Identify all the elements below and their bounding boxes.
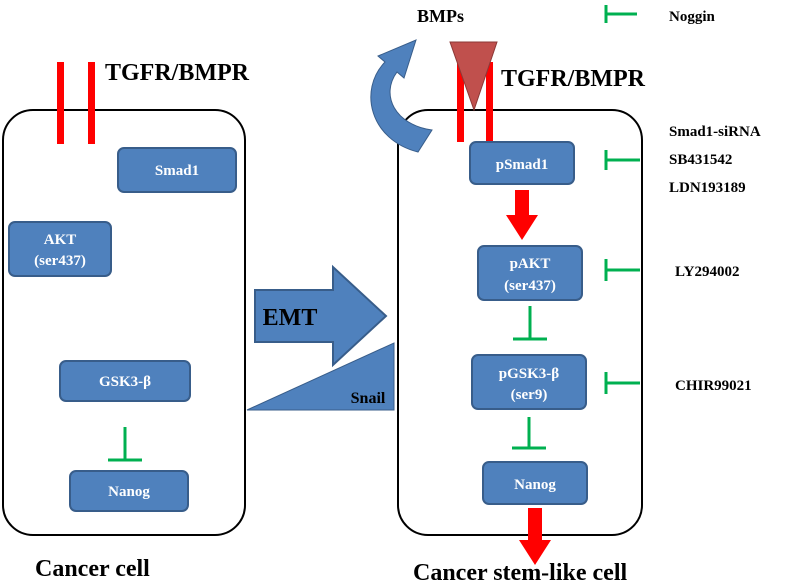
snail-wedge [246,342,395,411]
chir99021-label: CHIR99021 [675,378,752,394]
right-nanog-node [482,461,588,505]
emt-arrow [254,264,388,368]
left-gsk3b-node [59,360,191,402]
left-nanog-label: Nanog [108,484,150,500]
cancer-cell-outline [2,109,246,536]
right-pgsk3b-label-1: pGSK3-β [499,366,560,382]
right-pakt-node [477,245,583,301]
emt-label: EMT [263,305,318,331]
smad1-sirna-label: Smad1-siRNA [669,124,761,140]
left-nanog-node [69,470,189,512]
right-receptor-bar-1 [457,62,464,142]
left-receptor-bar-2 [88,62,95,144]
right-cell-caption: Cancer stem-like cell [413,560,627,583]
right-pakt-label-1: pAKT [510,256,551,272]
left-smad1-label: Smad1 [155,163,199,179]
stem-cell-outline [397,109,643,536]
right-receptor-bar-2 [486,62,493,142]
left-akt-node [8,221,112,277]
left-cell-caption: Cancer cell [35,556,150,582]
left-akt-label-1: AKT [44,232,77,248]
left-akt-label-2: (ser437) [34,253,86,269]
noggin-label: Noggin [669,9,716,25]
right-pakt-label-2: (ser437) [504,278,556,294]
activation-arrow-smad-akt [506,190,538,240]
left-smad1-node [117,147,237,193]
left-receptor-bar-1 [57,62,64,144]
right-psmad1-label: pSmad1 [496,157,549,173]
snail-label: Snail [351,390,386,407]
bmp-ligand-triangle [449,41,498,112]
bmp-feedback-arrow [370,39,433,153]
ldn193189-label: LDN193189 [669,180,746,196]
left-receptor-label: TGFR/BMPR [105,60,250,86]
sb431542-label: SB431542 [669,152,732,168]
bmps-label: BMPs [417,6,464,26]
right-pgsk3b-node [471,354,587,410]
right-psmad1-node [469,141,575,185]
activation-arrow-nanog-out [519,508,551,565]
right-nanog-label: Nanog [514,477,556,493]
right-pgsk3b-label-2: (ser9) [511,387,548,403]
left-gsk3b-label: GSK3-β [99,374,151,390]
ly294002-label: LY294002 [675,264,739,280]
right-receptor-label: TGFR/BMPR [501,66,646,92]
